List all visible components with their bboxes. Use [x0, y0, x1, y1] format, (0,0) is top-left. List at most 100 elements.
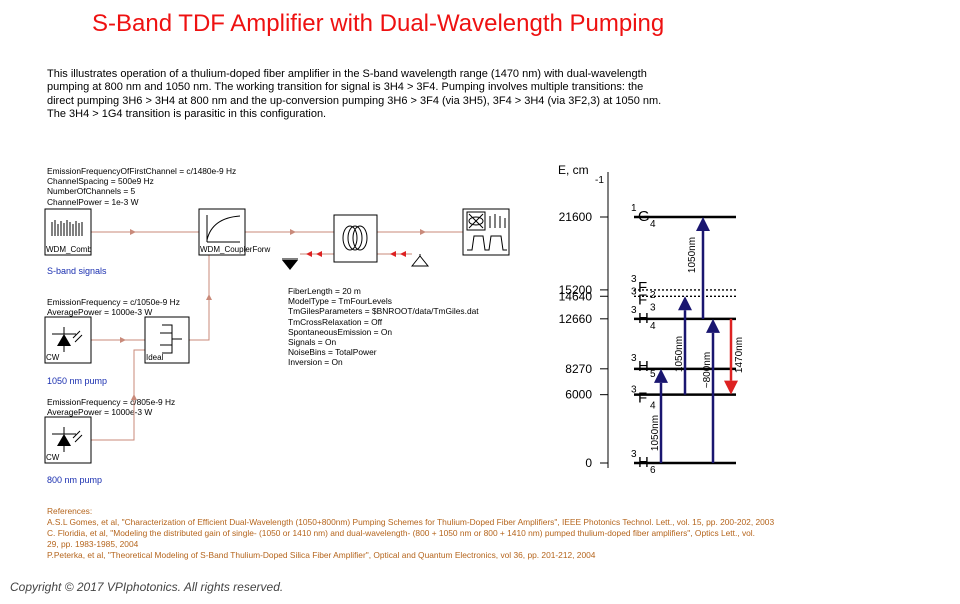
transition-label: 1470nm: [734, 337, 745, 373]
level-name-subscript: 5: [650, 369, 656, 380]
wire: [189, 247, 210, 341]
level-name: H: [638, 454, 649, 471]
energy-value-label: 21600: [559, 210, 593, 224]
fiber-amplifier-module[interactable]: [333, 214, 378, 263]
page-title: S-Band TDF Amplifier with Dual-Wavelengt…: [92, 10, 665, 37]
energy-value-label: 12660: [559, 312, 593, 326]
level-name-superscript: 1: [631, 203, 637, 214]
wire-arrow: [131, 394, 137, 400]
reference-item: P.Peterka, et al, "Theoretical Modeling …: [47, 550, 596, 560]
level-name: G: [638, 208, 650, 225]
transition-label: ~800nm: [702, 352, 713, 388]
pump-805-parameters: EmissionFrequency = c/805e-9 Hz AverageP…: [47, 397, 175, 417]
energy-value-label: 6000: [565, 388, 592, 402]
signal-analyzer-module[interactable]: [462, 208, 510, 256]
wire-arrow: [130, 229, 136, 235]
level-name-superscript: 3: [631, 274, 637, 285]
pump-1050-label: 1050 nm pump: [47, 376, 108, 386]
s-band-signals-label: S-band signals: [47, 266, 107, 276]
param-line: AveragePower = 1000e-3 W: [47, 307, 153, 318]
ideal-combiner-module[interactable]: Ideal: [144, 316, 190, 364]
param-line: NumberOfChannels = 5: [47, 186, 136, 197]
ideal-label: Ideal: [146, 353, 164, 362]
param-line: FiberLength = 20 m: [288, 286, 361, 296]
param-line: ModelType = TmFourLevels: [288, 296, 392, 307]
fiber-parameters: FiberLength = 20 m ModelType = TmFourLev…: [288, 286, 479, 368]
energy-value-label: 15200: [559, 283, 593, 297]
ground-icon: [410, 255, 430, 267]
energy-value-label: 8270: [565, 362, 592, 376]
reference-item: 29, pp. 1983-1985, 2004: [47, 539, 139, 549]
cw-laser-1050-module[interactable]: CW: [44, 316, 92, 364]
pump-1050-excited-arrow-head: [678, 296, 692, 311]
backward-arrow: [400, 251, 406, 257]
level-name-superscript: 3: [631, 449, 637, 460]
cw-label: CW: [46, 453, 60, 462]
wire-arrow: [290, 229, 296, 235]
param-line: SpontaneousEmission = On: [288, 326, 393, 337]
cw-laser-805-module[interactable]: CW: [44, 416, 92, 464]
level-name-subscript: 6: [650, 465, 656, 476]
param-line: AveragePower = 1000e-3 W: [47, 407, 153, 418]
energy-value-label: 0: [585, 456, 592, 470]
level-name-superscript: 3: [631, 286, 637, 297]
backward-arrow: [306, 251, 312, 257]
level-name-subscript: 4: [650, 219, 656, 230]
pump-1050-ground-arrow-head: [654, 368, 668, 383]
pump-1050-parameters: EmissionFrequency = c/1050e-9 Hz Average…: [47, 297, 180, 317]
level-name-superscript: 3: [631, 385, 637, 396]
wire-arrow: [420, 229, 426, 235]
wdm-coupler-module[interactable]: WDM_CouplerForw: [198, 208, 270, 256]
wire-arrow: [206, 294, 212, 300]
param-line: TmGilesParameters = $BNROOT/data/TmGiles…: [288, 306, 479, 317]
references: References: A.S.L Gomes, et al, "Charact…: [47, 506, 774, 561]
level-name-subscript: 2: [650, 290, 656, 301]
references-heading: References:: [47, 506, 93, 516]
level-name-superscript: 3: [631, 305, 637, 316]
wdm-comb-label: WDM_Comb: [46, 245, 92, 254]
description: This illustrates operation of a thulium-…: [47, 68, 747, 122]
cw-label: CW: [46, 353, 60, 362]
description-line: This illustrates operation of a thulium-…: [47, 68, 647, 80]
energy-axis-unit-exponent: -1: [595, 175, 604, 186]
param-line: EmissionFrequency = c/1050e-9 Hz: [47, 297, 180, 307]
level-name-subscript: 3: [650, 302, 656, 313]
transition-label: 1050nm: [687, 237, 698, 273]
energy-axis-label: E, cm: [558, 163, 589, 177]
level-name: H: [638, 310, 649, 327]
pump-800-label: 800 nm pump: [47, 475, 103, 485]
level-name: H: [638, 358, 649, 375]
param-line: ChannelPower = 1e-3 W: [47, 196, 139, 207]
coupler-label: WDM_CouplerForw: [200, 245, 270, 254]
description-line: direct pumping 3H6 > 3H4 at 800 nm and t…: [47, 94, 662, 107]
transition-label: 1050nm: [650, 415, 661, 451]
param-line: Signals = On: [288, 337, 337, 348]
reference-item: A.S.L Gomes, et al, "Characterization of…: [47, 517, 775, 527]
wire-arrow: [120, 337, 126, 343]
backward-arrow: [316, 251, 322, 257]
backward-arrow: [390, 251, 396, 257]
transition-label: 1050nm: [674, 336, 685, 372]
pump-800-arrow-head: [706, 318, 720, 333]
schematic-diagram: WDM_Comb WDM_CouplerForw CW: [44, 208, 510, 464]
param-line: EmissionFrequency = c/805e-9 Hz: [47, 397, 176, 407]
pump-1050-parasitic-arrow-head: [696, 217, 710, 231]
reference-item: C. Floridia, et al, "Modeling the distri…: [47, 528, 755, 538]
description-line: The 3H4 > 1G4 transition is parasitic in…: [47, 108, 327, 121]
level-name: F: [638, 390, 647, 407]
terminator-icon: [282, 260, 298, 270]
level-name-superscript: 3: [631, 353, 637, 364]
level-name: F: [638, 291, 647, 308]
energy-value-label: 14640: [559, 289, 593, 303]
wdm-comb-module[interactable]: WDM_Comb: [44, 208, 92, 256]
param-line: NoiseBins = TotalPower: [288, 347, 377, 358]
signal-1470-arrow-head: [724, 380, 738, 395]
wdm-comb-parameters: EmissionFrequencyOfFirstChannel = c/1480…: [47, 166, 236, 207]
copyright: Copyright © 2017 VPIphotonics. All right…: [10, 580, 284, 594]
level-name-subscript: 4: [650, 401, 656, 412]
param-line: EmissionFrequencyOfFirstChannel = c/1480…: [47, 166, 237, 176]
level-name-subscript: 4: [650, 321, 656, 332]
description-line: pumping at 800 nm and 1050 nm. The worki…: [47, 81, 644, 94]
param-line: TmCrossRelaxation = Off: [288, 316, 383, 327]
